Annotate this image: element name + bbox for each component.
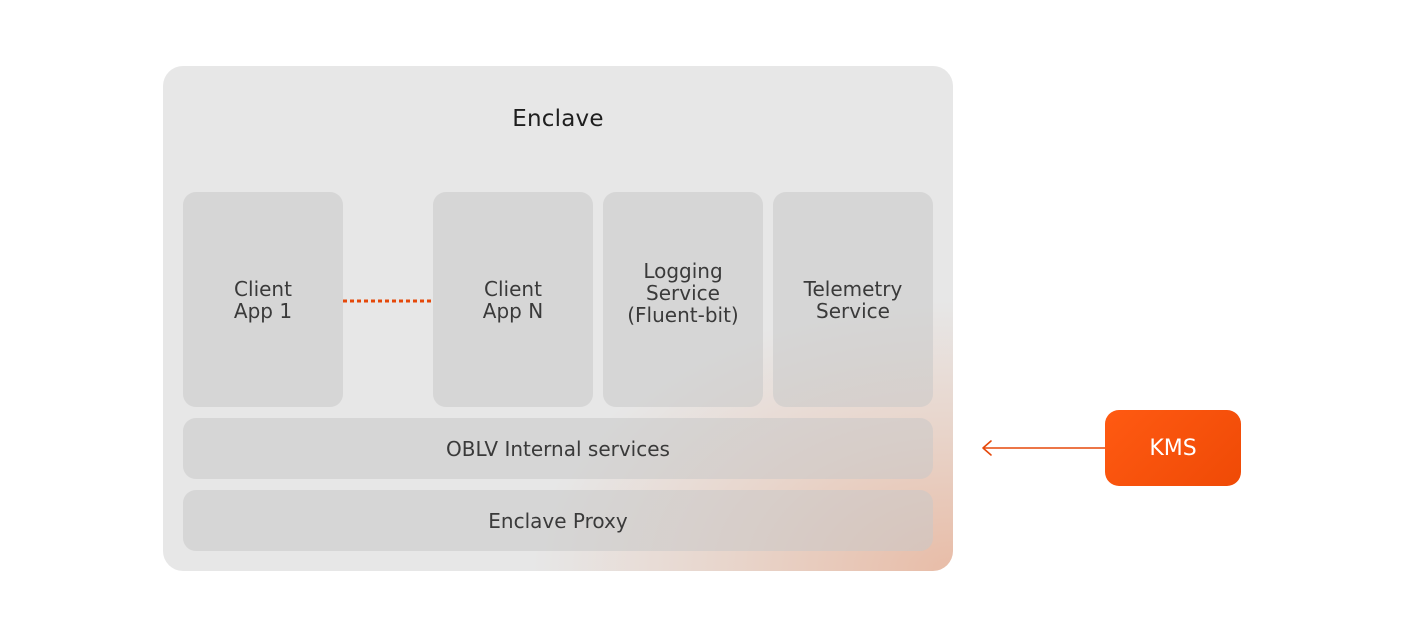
client-app-1-box: Client App 1 [183,192,343,407]
logging-service-label: Logging Service (Fluent-bit) [627,258,739,327]
kms-arrow [982,440,1106,456]
client-app-n-label: Client App N [482,276,544,323]
kms-label: KMS [1149,435,1197,461]
logging-service-box: Logging Service (Fluent-bit) [603,192,763,407]
client-app-1-label: Client App 1 [233,276,293,323]
enclave-container: Enclave Client App 1 Client App N Loggin… [163,66,953,571]
enclave-proxy-bar: Enclave Proxy [183,490,933,551]
enclave-title: Enclave [512,106,604,132]
enclave-proxy-label: Enclave Proxy [488,508,628,533]
internal-services-label: OBLV Internal services [446,436,670,461]
client-app-n-box: Client App N [433,192,593,407]
telemetry-service-label: Telemetry Service [803,276,903,323]
internal-services-bar: OBLV Internal services [183,418,933,479]
telemetry-service-box: Telemetry Service [773,192,933,407]
kms-box: KMS [1105,410,1241,486]
dotted-connector [343,299,433,303]
